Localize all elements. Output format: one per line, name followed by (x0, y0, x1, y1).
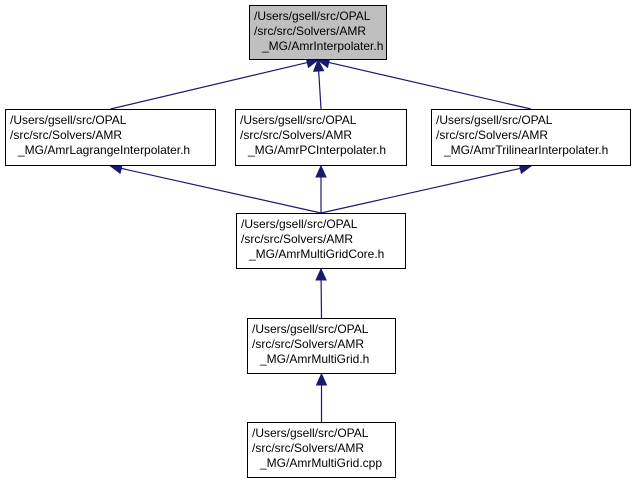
arrowhead-multigrid_cpp-to-multigrid_h (315, 372, 328, 386)
edge-lagrange-to-interpolater (110, 61, 308, 110)
edge-multigridcore-to-lagrange (121, 167, 322, 214)
edge-pc-to-interpolater (318, 70, 322, 110)
node-line: /Users/gsell/src/OPAL (252, 426, 369, 440)
node-line: /src/src/Solvers/AMR (252, 337, 365, 351)
node-line: /src/src/Solvers/AMR (240, 128, 353, 142)
node-line: _MG/AmrTrilinearInterpolater.h (444, 143, 609, 157)
node-line: /src/src/Solvers/AMR (10, 128, 123, 142)
node-line: /Users/gsell/src/OPAL (252, 322, 369, 336)
node-amr-multi-grid-core-h[interactable]: /Users/gsell/src/OPAL /src/src/Solvers/A… (236, 213, 406, 269)
node-amr-multi-grid-cpp[interactable]: /Users/gsell/src/OPAL /src/src/Solvers/A… (247, 422, 396, 478)
node-line: /src/src/Solvers/AMR (436, 128, 549, 142)
arrowhead-multigridcore-to-pc (315, 164, 327, 178)
node-line: /Users/gsell/src/OPAL (241, 217, 358, 231)
node-amr-pc-interpolater-h[interactable]: /Users/gsell/src/OPAL /src/src/Solvers/A… (235, 109, 407, 166)
node-line: _MG/AmrInterpolater.h (262, 39, 384, 53)
node-line: /src/src/Solvers/AMR (241, 232, 354, 246)
edge-trilinear-to-interpolater (328, 61, 532, 110)
node-amr-multi-grid-h[interactable]: /Users/gsell/src/OPAL /src/src/Solvers/A… (247, 318, 396, 374)
node-amr-interpolater-h[interactable]: /Users/gsell/src/OPAL /src/src/Solvers/A… (249, 5, 387, 60)
node-amr-trilinear-interpolater-h[interactable]: /Users/gsell/src/OPAL /src/src/Solvers/A… (431, 109, 631, 166)
node-line: _MG/AmrLagrangeInterpolater.h (18, 143, 191, 157)
node-line: /Users/gsell/src/OPAL (254, 9, 371, 23)
arrowhead-multigrid_h-to-multigridcore (315, 267, 327, 281)
node-line: /Users/gsell/src/OPAL (10, 113, 127, 127)
node-line: _MG/AmrMultiGrid.h (260, 352, 370, 366)
node-line: _MG/AmrPCInterpolater.h (248, 143, 387, 157)
node-amr-lagrange-interpolater-h[interactable]: /Users/gsell/src/OPAL /src/src/Solvers/A… (5, 109, 216, 166)
node-line: _MG/AmrMultiGrid.cpp (260, 456, 383, 470)
node-line: /Users/gsell/src/OPAL (436, 113, 553, 127)
arrowhead-pc-to-interpolater (312, 58, 325, 72)
node-line: _MG/AmrMultiGridCore.h (249, 247, 385, 261)
node-line: /src/src/Solvers/AMR (254, 24, 367, 38)
node-line: /src/src/Solvers/AMR (252, 441, 365, 455)
node-line: /Users/gsell/src/OPAL (240, 113, 357, 127)
edge-multigridcore-to-trilinear (320, 167, 521, 214)
